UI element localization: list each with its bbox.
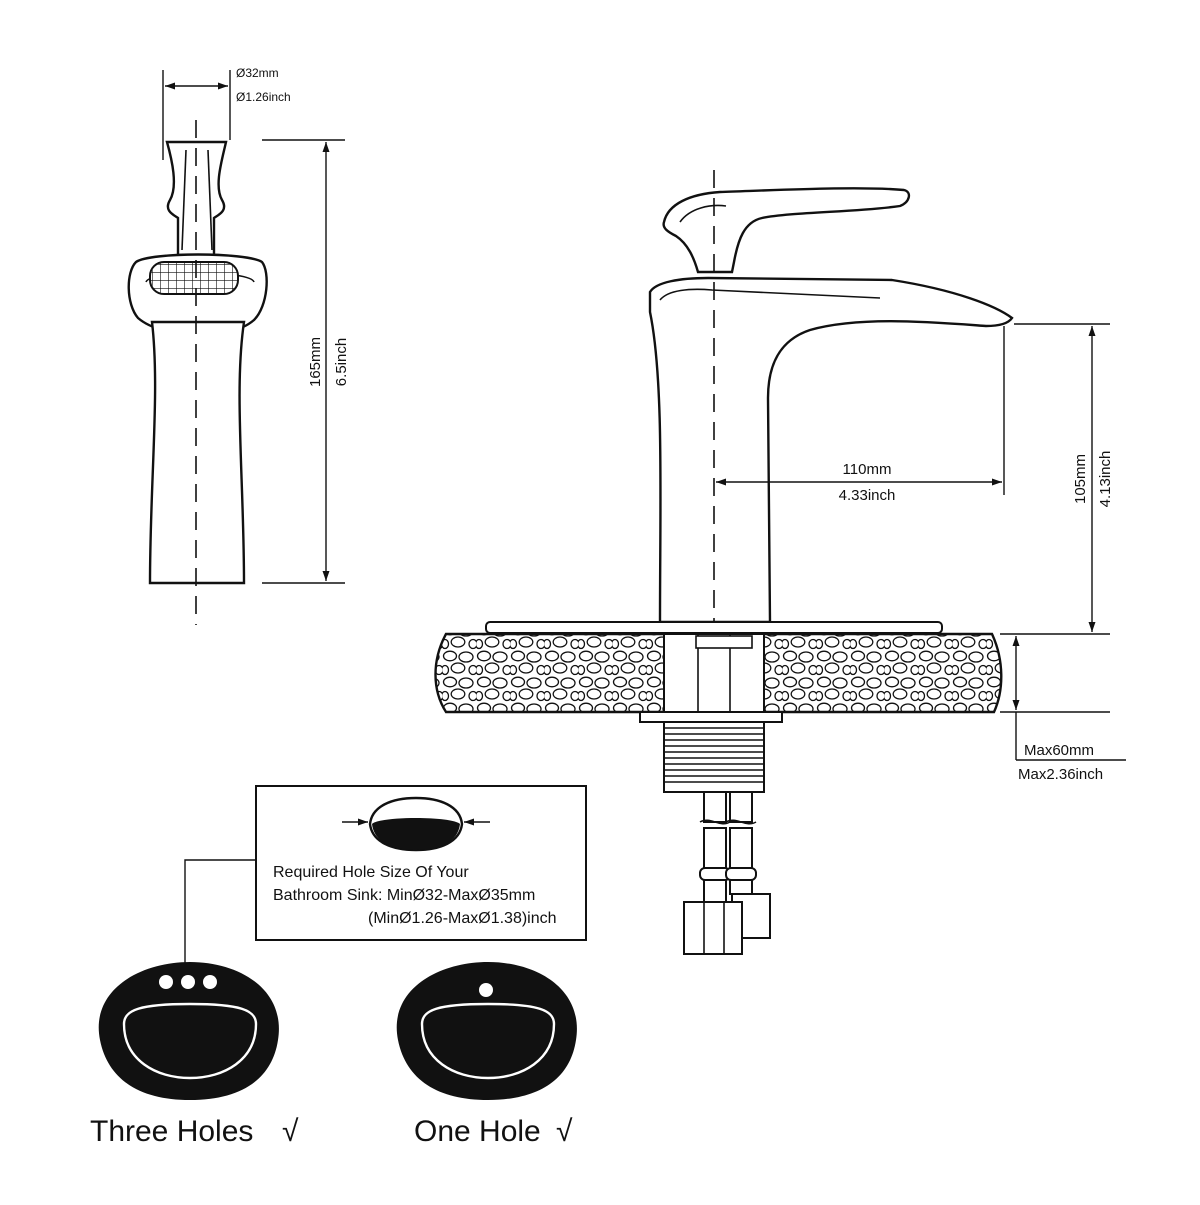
- sink-one-hole: One Hole √: [396, 962, 577, 1148]
- reach-mm-label: 110mm: [843, 461, 892, 478]
- handle-dia-mm-label: Ø32mm: [236, 66, 279, 80]
- note-leader: [184, 859, 256, 968]
- sink-basin-icon: [396, 962, 577, 1100]
- tap-hole-3: [203, 975, 217, 989]
- spout-height-mm-label: 105mm: [1072, 454, 1089, 504]
- tap-hole-single: [479, 983, 493, 997]
- lock-washer: [639, 711, 783, 723]
- deck-max-inch-label: Max2.36inch: [1018, 766, 1103, 783]
- nut-top: [695, 635, 753, 649]
- side-body: [148, 320, 246, 585]
- thread-lines: [664, 727, 764, 783]
- aerator-grid: [149, 261, 239, 295]
- handle-edge-left: [181, 149, 187, 251]
- one-hole-label: One Hole: [414, 1115, 541, 1148]
- hose-right-lower: [729, 827, 753, 869]
- sink-bowl-outline: [122, 1002, 258, 1080]
- reach-inch-label: 4.33inch: [839, 487, 896, 504]
- three-holes-check-icon: √: [282, 1115, 299, 1148]
- hose-break: [699, 819, 757, 825]
- handle-edge-right: [207, 149, 213, 251]
- base-plate: [485, 621, 943, 634]
- lever-edge: [679, 204, 727, 223]
- note-line-3: (MinØ1.26-MaxØ1.38)inch: [368, 910, 557, 927]
- hose-left-upper: [703, 791, 727, 823]
- spout-top-edge: [659, 288, 881, 301]
- sink-bowl-outline: [420, 1002, 556, 1080]
- tap-hole-2: [181, 975, 195, 989]
- hole-fill-icon: [372, 818, 460, 850]
- hose-collar-right: [725, 867, 757, 881]
- sink-three-holes: Three Holes √: [90, 962, 299, 1148]
- side-view: Ø32mm Ø1.26inch 165mm 6.5inch: [127, 66, 350, 625]
- hose-neck-left: [703, 879, 727, 903]
- hose-left-lower: [703, 827, 727, 869]
- three-holes-label: Three Holes: [90, 1115, 253, 1148]
- spout-height-inch-label: 4.13inch: [1097, 451, 1114, 508]
- handle-dia-inch-label: Ø1.26inch: [236, 90, 291, 104]
- hex-nut-left: [683, 901, 743, 955]
- height-mm-label: 165mm: [307, 337, 324, 387]
- note-line-2: Bathroom Sink: MinØ32-MaxØ35mm: [273, 887, 535, 904]
- tap-hole-1: [159, 975, 173, 989]
- note-line-1: Required Hole Size Of Your: [273, 864, 469, 881]
- hose-right-upper: [729, 791, 753, 823]
- deck-max-mm-label: Max60mm: [1024, 742, 1094, 759]
- hose-neck-right: [729, 879, 753, 895]
- front-body-spout: [648, 276, 1014, 624]
- front-handle-lever: [662, 187, 911, 274]
- one-hole-check-icon: √: [556, 1115, 573, 1148]
- front-view: 110mm 4.33inch 105mm 4.13inch: [434, 170, 1126, 955]
- height-inch-label: 6.5inch: [333, 338, 350, 386]
- hole-size-note: Required Hole Size Of Your Bathroom Sink…: [184, 785, 587, 968]
